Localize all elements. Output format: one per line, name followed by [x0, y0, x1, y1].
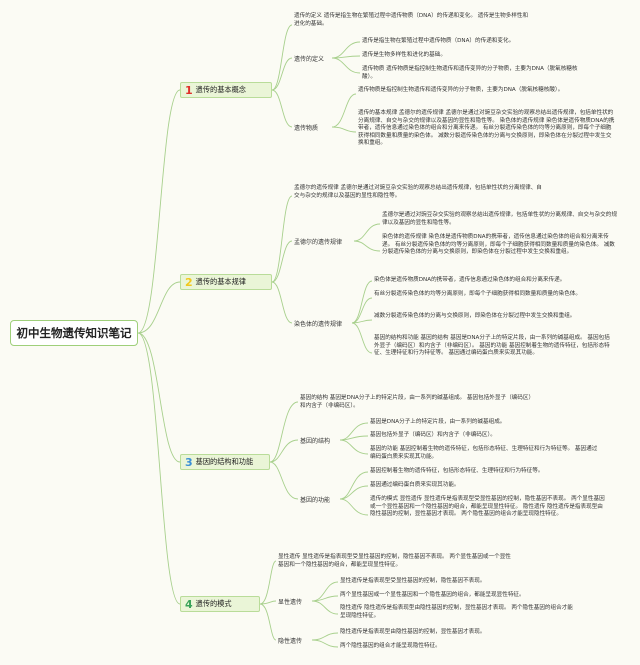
- subnode-label[interactable]: 显性遗传: [278, 599, 303, 606]
- connector: [339, 498, 369, 516]
- main-node-1[interactable]: 1 遗传的基本概念: [180, 82, 272, 98]
- connector: [351, 297, 373, 324]
- main-node-3[interactable]: 3 基因的结构和功能: [180, 454, 270, 470]
- connector: [351, 280, 373, 324]
- number-badge: 1: [185, 83, 193, 97]
- connector: [137, 89, 181, 334]
- main-node-2[interactable]: 2 遗传的基本规律: [180, 274, 272, 290]
- node-text: 孟德尔是通过对豌豆杂交实验的观察总结出遗传规律，包括单性状的分离规律、自交与杂交…: [382, 212, 617, 226]
- connector: [339, 471, 369, 500]
- node-text: 遗传物质 遗传物质是指控制生物遗传和遗传变异的分子物质，主要为DNA（脱氧核糖核…: [362, 66, 578, 80]
- connector: [331, 93, 357, 128]
- subnode-label[interactable]: 基因的结构: [300, 438, 331, 445]
- connector: [339, 439, 369, 455]
- node-text: 遗传是生物多样性和进化的基础。: [362, 52, 446, 58]
- node-text: 显性遗传是指表现型受显性基因的控制，隐性基因不表现。: [340, 578, 486, 584]
- number-badge: 2: [185, 275, 193, 289]
- connector: [271, 57, 293, 91]
- node-text: 基因通过编码蛋白质来实现其功能。: [370, 482, 460, 488]
- node-text: 基因是DNA分子上的特定片段，由一系列的碱基组成。: [370, 419, 506, 425]
- node-text: 两个隐性基因的组合才能呈现隐性特征。: [340, 643, 441, 649]
- connector: [311, 600, 339, 615]
- connector: [259, 600, 277, 605]
- node-text: 有丝分裂遗传染色体的均等分离原则，即每个子细胞获得相同数量和质量的染色体。: [374, 291, 581, 297]
- node-text: 遗传的模式 显性遗传 显性遗传是指表现型受显性基因的控制，隐性基因不表现。 两个…: [370, 496, 605, 518]
- node-text: 遗传物质是指控制生物遗传和遗传变异的分子物质，主要为DNA（脱氧核糖核酸）。: [358, 87, 564, 93]
- subnode-label[interactable]: 遗传物质: [294, 125, 319, 132]
- subnode-label[interactable]: 孟德尔的遗传规律: [294, 239, 343, 246]
- node-text: 减数分裂遗传染色体的分离与交换原则，即染色体在分裂过程中发生交换和重组。: [374, 313, 576, 319]
- number-badge: 4: [185, 597, 193, 611]
- connector: [269, 401, 299, 463]
- connector: [271, 89, 293, 128]
- connector: [137, 281, 181, 334]
- connector: [271, 240, 293, 283]
- connector: [311, 632, 339, 641]
- node-text: 显性遗传 显性遗传是指表现型受显性基因的控制，隐性基因不表现。 两个显性基因或一…: [278, 554, 511, 568]
- connector: [137, 332, 181, 605]
- node-text: 遗传的定义 遗传是指生物在繁殖过程中遗传物质（DNA）的传递和变化。 遗传是生物…: [294, 13, 529, 27]
- subnode-label[interactable]: 染色体的遗传规律: [294, 321, 343, 328]
- root-node[interactable]: 初中生物遗传知识笔记: [10, 320, 138, 346]
- node-text: 染色体的遗传规律 染色体是遗传物质DNA的携带者，遗传信息通过染色体的组合和分离…: [382, 234, 615, 256]
- connector: [339, 485, 369, 500]
- connector: [331, 126, 357, 133]
- connector: [259, 560, 277, 605]
- node-text: 隐性遗传 隐性遗传是指表现型由隐性基因的控制，显性基因才表现。 两个隐性基因的组…: [340, 605, 573, 619]
- connector: [331, 57, 361, 74]
- connector: [269, 439, 299, 463]
- node-text: 两个显性基因或一个显性基因和一个隐性基因的组合，都能呈现显性特征。: [340, 592, 525, 598]
- node-text: 基因的结构 基因是DNA分子上的特定片段，由一系列的碱基组成。 基因包括外显子（…: [300, 395, 535, 409]
- main-node-label: 遗传的模式: [195, 599, 232, 608]
- main-node-label: 基因的结构和功能: [195, 457, 254, 466]
- connector: [269, 461, 299, 500]
- node-text: 遗传的基本规律 孟德尔的遗传规律 孟德尔是通过对豌豆杂交实验的观察总结出遗传规律…: [358, 110, 615, 147]
- connector: [311, 639, 339, 648]
- node-text: 基因控制着生物的遗传特征，包括形态特征、生理特征和行为特征等。: [370, 468, 544, 474]
- connector: [137, 332, 181, 463]
- node-text: 基因包括外显子（编码区）和内含子（非编码区）。: [370, 432, 496, 438]
- connector: [339, 435, 369, 441]
- connector: [271, 281, 293, 324]
- main-node-4[interactable]: 4 遗传的模式: [180, 596, 260, 612]
- subnode-label[interactable]: 基因的功能: [300, 497, 331, 504]
- node-text: 基因的功能 基因控制着生物的遗传特征，包括形态特征、生理特征和行为特征等。 基因…: [370, 446, 598, 460]
- main-node-label: 遗传的基本概念: [195, 85, 246, 94]
- connector: [259, 603, 277, 641]
- connector: [271, 195, 293, 283]
- node-text: 孟德尔的遗传规律 孟德尔是通过对豌豆杂交实验的观察总结出遗传规律，包括单性状的分…: [294, 185, 542, 199]
- subnode-label[interactable]: 遗传的定义: [294, 56, 325, 63]
- main-node-label: 遗传的基本规律: [195, 277, 246, 286]
- node-text: 染色体是遗传物质DNA的携带者，遗传信息通过染色体的组合和分离来传递。: [374, 277, 566, 283]
- node-text: 遗传是指生物在繁殖过程中遗传物质（DNA）的传递和变化。: [362, 38, 515, 44]
- number-badge: 3: [185, 455, 193, 469]
- node-text: 基因的结构和功能 基因的结构 基因是DNA分子上的特定片段，由一系列的碱基组成。…: [374, 335, 610, 357]
- connector: [271, 24, 293, 91]
- connector: [331, 41, 361, 59]
- connector: [351, 322, 373, 354]
- connector: [353, 223, 381, 242]
- subnode-label[interactable]: 隐性遗传: [278, 638, 303, 645]
- connector: [351, 319, 373, 324]
- connector: [353, 240, 381, 252]
- node-text: 隐性遗传是指表现型由隐性基因的控制，显性基因才表现。: [340, 629, 486, 635]
